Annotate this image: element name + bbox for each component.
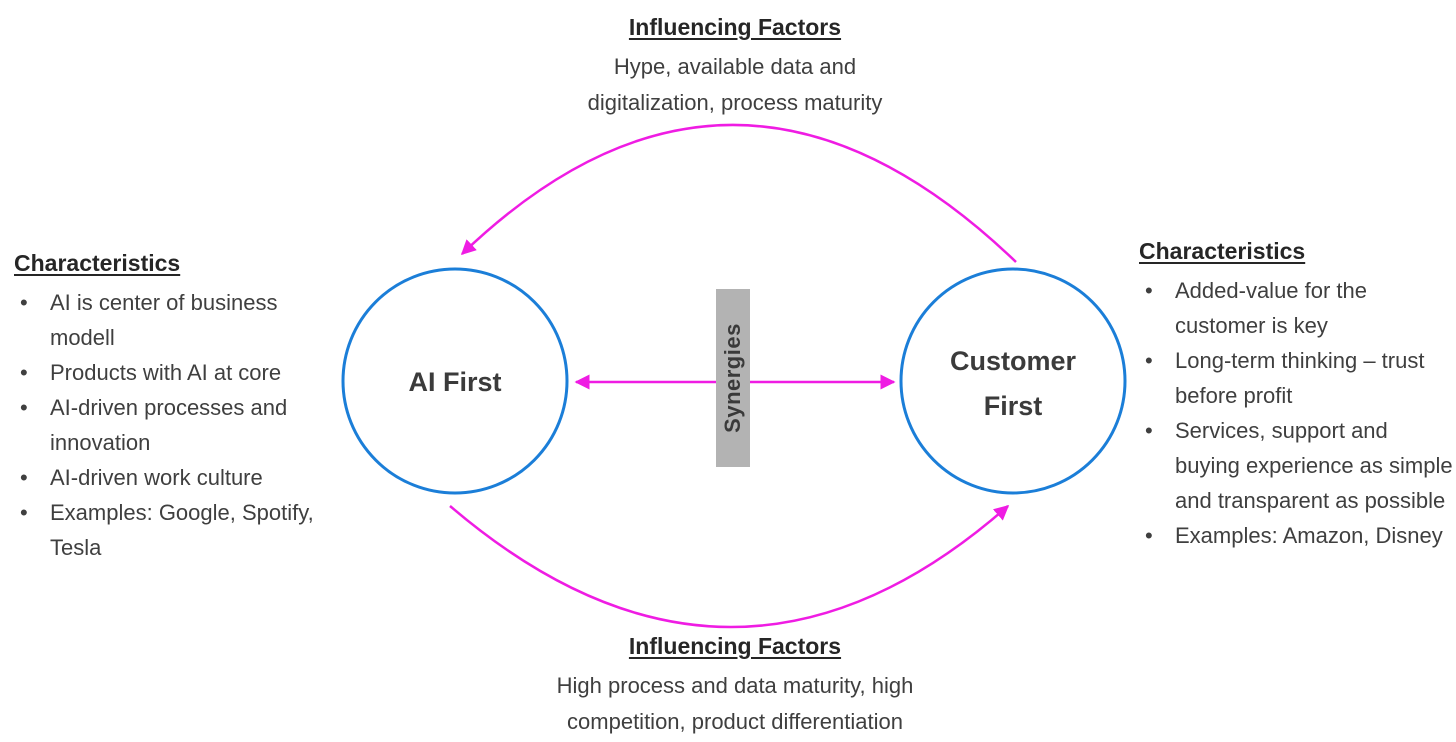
top-factors-heading: Influencing Factors (628, 14, 842, 40)
list-item: AI-driven processes and innovation (14, 390, 328, 460)
left-characteristics-heading: Characteristics (14, 250, 181, 276)
top-factors-line2: digitalization, process maturity (587, 90, 883, 115)
left-characteristics-list: AI is center of business modell Products… (14, 285, 328, 565)
list-item: AI-driven work culture (14, 460, 328, 495)
bottom-factors-line2: competition, product differentiation (567, 709, 903, 734)
list-item: Examples: Amazon, Disney (1139, 518, 1453, 553)
customer-first-node-label: Customer First (949, 346, 1077, 421)
list-item: Services, support and buying experience … (1139, 413, 1453, 518)
customer-first-characteristics: Characteristics Added-value for the cust… (1139, 238, 1453, 553)
list-item: Added-value for the customer is key (1139, 273, 1453, 343)
bottom-factors-heading: Influencing Factors (628, 633, 842, 659)
top-cycle-arrow (460, 123, 1017, 263)
bottom-influencing-factors: Influencing Factors High process and dat… (435, 633, 1035, 740)
bottom-factors-line1: High process and data maturity, high (556, 673, 914, 698)
list-item: AI is center of business modell (14, 285, 328, 355)
top-factors-line1: Hype, available data and (613, 54, 857, 79)
top-influencing-factors: Influencing Factors Hype, available data… (435, 14, 1035, 121)
ai-first-node-label: AI First (408, 367, 502, 397)
synergies-label: Synergies (720, 323, 746, 433)
list-item: Products with AI at core (14, 355, 328, 390)
list-item: Examples: Google, Spotify, Tesla (14, 495, 328, 565)
bottom-cycle-arrow (449, 505, 1010, 629)
ai-first-circle (341, 267, 569, 495)
list-item: Long-term thinking – trust before profit (1139, 343, 1453, 413)
ai-first-characteristics: Characteristics AI is center of business… (14, 250, 328, 565)
synergies-box: Synergies (716, 289, 750, 467)
customer-first-circle (899, 267, 1127, 495)
right-characteristics-heading: Characteristics (1139, 238, 1306, 264)
right-characteristics-list: Added-value for the customer is key Long… (1139, 273, 1453, 553)
